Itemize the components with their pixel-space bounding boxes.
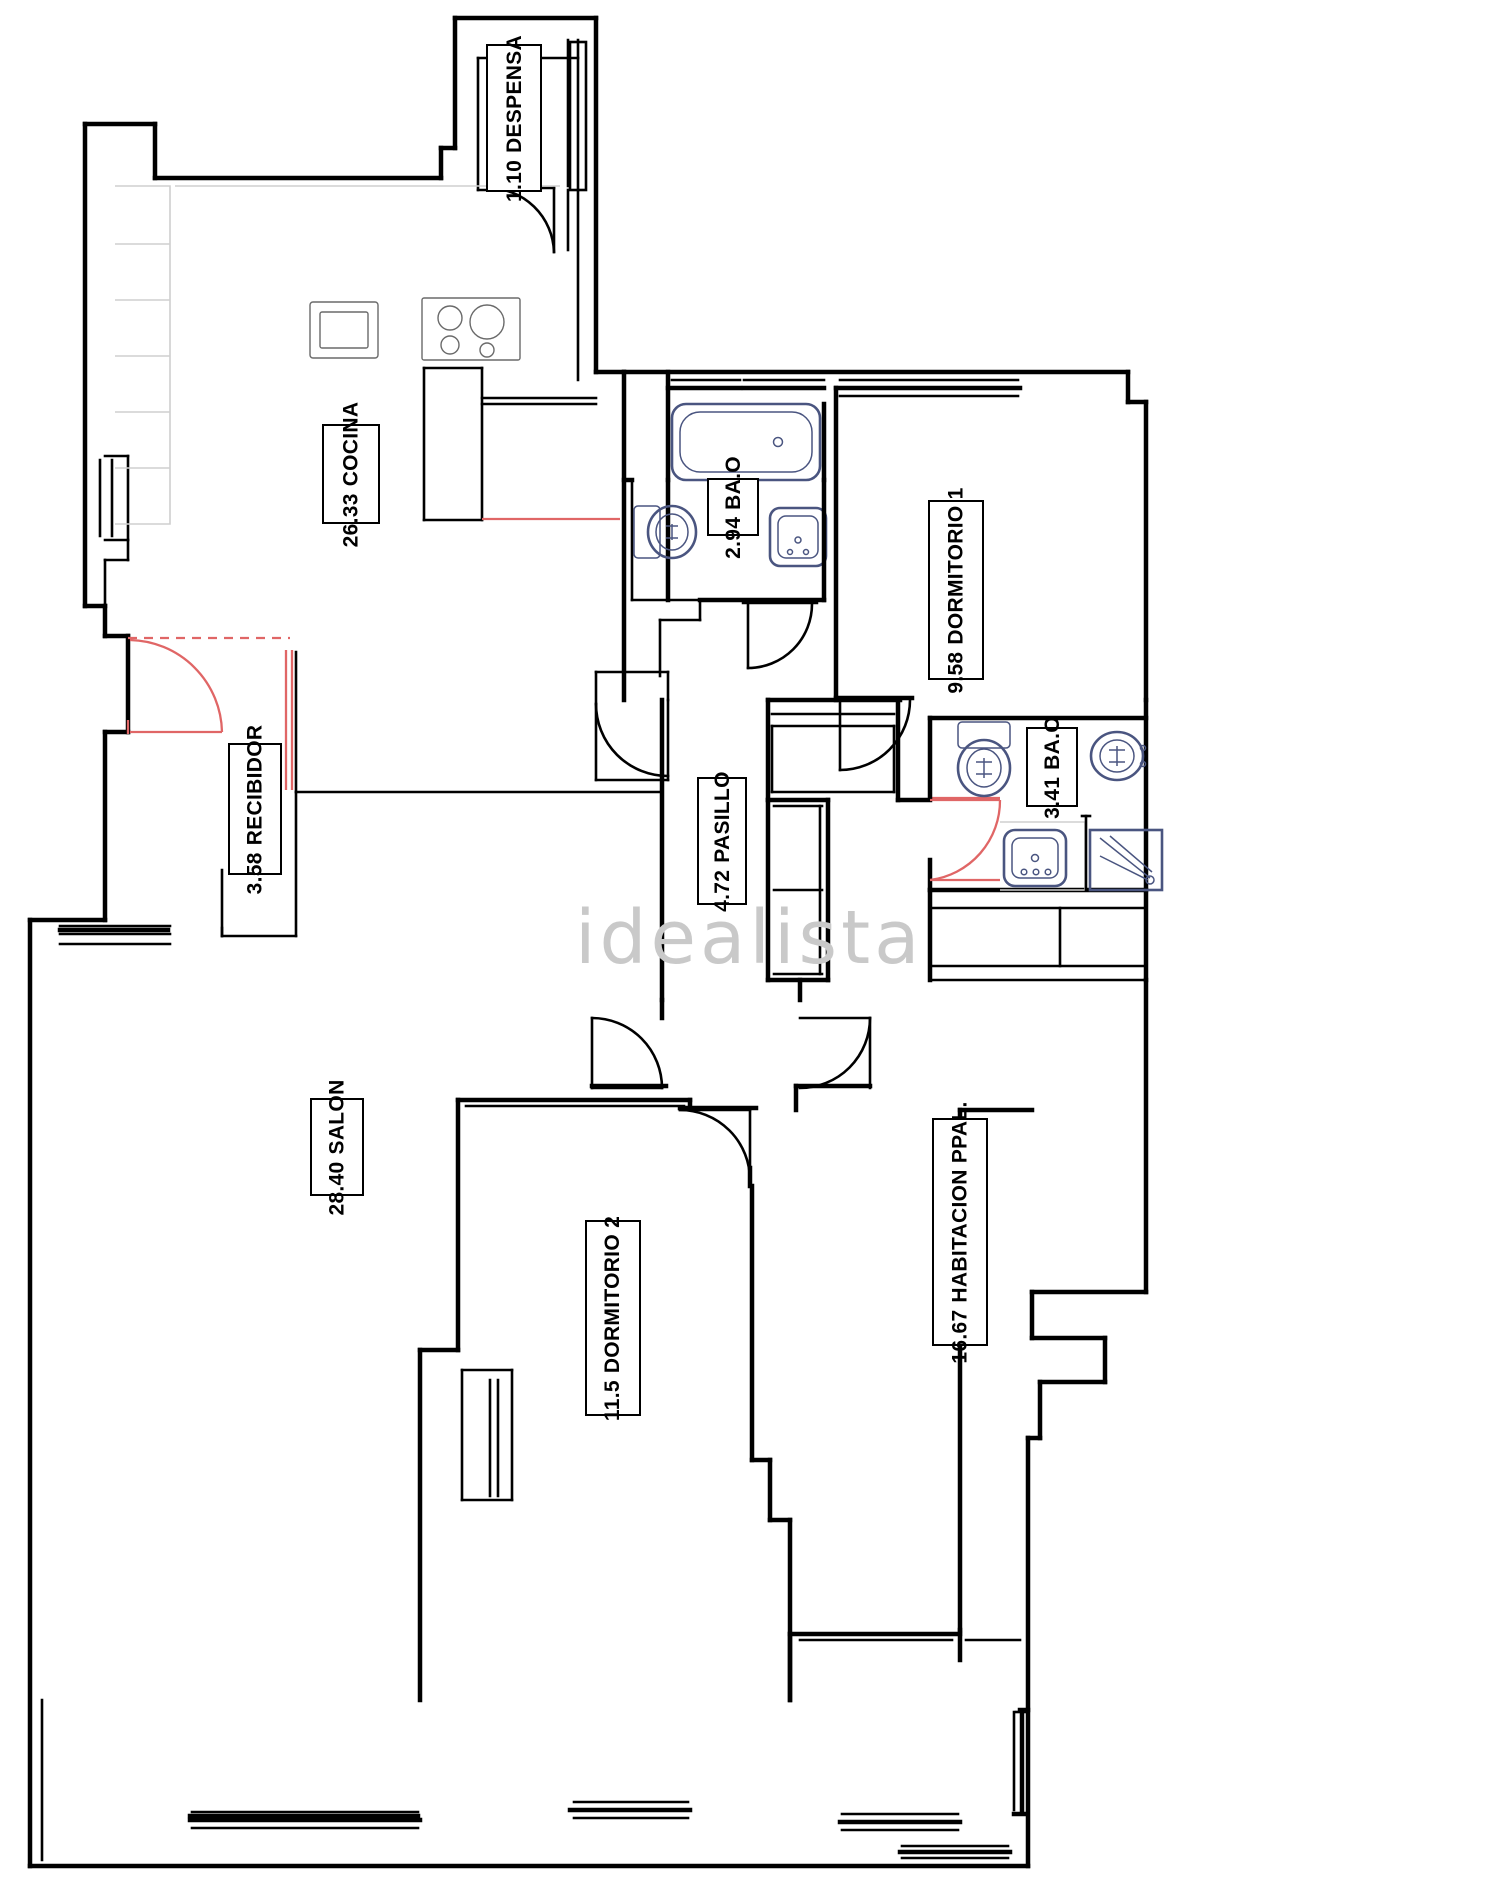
room-label-bano-1: 2.94 BA.O xyxy=(707,456,759,558)
recibidor-walls xyxy=(57,636,662,946)
room-name-cocina: COCINA xyxy=(339,401,363,486)
misc-detail xyxy=(28,1698,44,1868)
room-area-bano-2: 3.41 xyxy=(1040,776,1064,819)
room-label-dormitorio-1: 9.58 DORMITORIO 1 xyxy=(928,487,984,693)
room-name-bano-1: BA.O xyxy=(721,455,745,510)
idealista-watermark: idealista xyxy=(575,895,924,981)
room-area-habitacion-ppal: 16.67 xyxy=(948,1309,972,1364)
room-label-despensa: 1.10 DESPENSA xyxy=(486,34,542,202)
room-label-habitacion-ppal: 16.67 HABITACION PPAL. xyxy=(932,1101,988,1363)
room-name-pasillo: PASILLO xyxy=(710,770,734,863)
room-name-dormitorio-2: DORMITORIO 2 xyxy=(601,1215,625,1373)
dormitorio-1-walls xyxy=(833,378,1023,772)
habitacion-ppal-walls xyxy=(787,1107,1035,1817)
room-name-recibidor: RECIBIDOR xyxy=(243,724,267,845)
room-name-dormitorio-1: DORMITORIO 1 xyxy=(944,486,968,645)
room-area-dormitorio-2: 11.5 xyxy=(601,1379,625,1421)
room-label-dormitorio-2: 11.5 DORMITORIO 2 xyxy=(585,1215,641,1421)
salon-windows xyxy=(187,1810,423,1830)
room-area-pasillo: 4.72 xyxy=(710,869,734,912)
room-area-dormitorio-1: 9.58 xyxy=(944,651,968,694)
room-name-despensa: DESPENSA xyxy=(502,34,526,153)
kitchen-fittings xyxy=(115,185,560,525)
room-label-salon: 28.40 SALON xyxy=(310,1079,364,1215)
pasillo-doors xyxy=(589,1016,873,1189)
room-label-pasillo: 4.72 PASILLO xyxy=(697,771,747,911)
bano-2 xyxy=(927,715,1164,983)
room-area-recibidor: 3.58 xyxy=(243,851,267,894)
room-label-bano-2: 3.41 BA.O xyxy=(1026,716,1078,818)
room-area-bano-1: 2.94 xyxy=(721,516,745,559)
room-name-salon: SALON xyxy=(325,1078,349,1154)
room-label-cocina: 26.33 COCINA xyxy=(322,401,380,547)
room-name-bano-2: BA.O xyxy=(1040,715,1064,770)
dormitorio-2-walls xyxy=(417,1097,793,1820)
room-name-habitacion-ppal: HABITACION PPAL. xyxy=(948,1100,972,1303)
room-area-cocina: 26.33 xyxy=(339,492,363,547)
bottom-windows xyxy=(837,1812,1013,1860)
left-wall-detail xyxy=(98,454,130,608)
room-area-salon: 28.40 xyxy=(325,1160,349,1216)
kitchen-walls xyxy=(422,366,620,522)
room-area-despensa: 1.10 xyxy=(502,159,526,202)
room-label-recibidor: 3.58 RECIBIDOR xyxy=(228,724,282,894)
